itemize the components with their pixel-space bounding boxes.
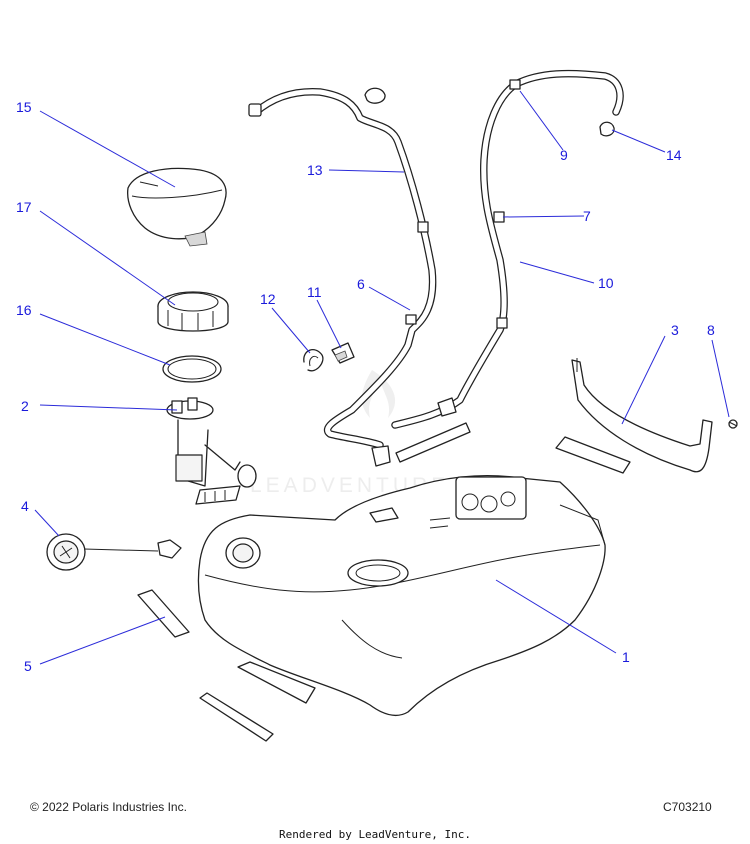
callout-3: 3 xyxy=(671,322,679,338)
callout-16: 16 xyxy=(16,302,32,318)
fill-hose-10 xyxy=(391,69,624,429)
diagram-code: C703210 xyxy=(663,800,712,814)
callout-labels: 15 17 16 2 4 5 1 3 8 7 10 9 14 13 6 12 1… xyxy=(16,99,715,674)
callout-17: 17 xyxy=(16,199,32,215)
callout-7: 7 xyxy=(583,208,591,224)
fuel-level-sender xyxy=(46,533,182,571)
leader-lines xyxy=(34,90,730,665)
hose-clip-14 xyxy=(599,121,615,137)
callout-14: 14 xyxy=(666,147,682,163)
pad-lower xyxy=(199,661,316,742)
watermark: LEADVENTURE xyxy=(250,370,445,497)
bolt xyxy=(728,419,738,429)
callout-2: 2 xyxy=(21,398,29,414)
rendered-by-text: Rendered by LeadVenture, Inc. xyxy=(278,828,472,841)
callout-5: 5 xyxy=(24,658,32,674)
callout-15: 15 xyxy=(16,99,32,115)
clip-11 xyxy=(331,342,355,364)
fuel-pump-assembly xyxy=(166,397,257,505)
copyright-text: © 2022 Polaris Industries Inc. xyxy=(30,800,187,814)
pad-tank-top xyxy=(395,422,631,474)
clamp-top xyxy=(364,87,386,104)
o-ring-seal xyxy=(162,355,222,383)
clamp-12 xyxy=(303,349,324,372)
callout-11: 11 xyxy=(307,284,322,300)
callout-8: 8 xyxy=(707,322,715,338)
callout-9: 9 xyxy=(560,147,568,163)
pad-5 xyxy=(137,589,190,638)
callout-13: 13 xyxy=(307,162,323,178)
callout-6: 6 xyxy=(357,276,365,292)
vent-hose-13 xyxy=(248,88,437,467)
callout-12: 12 xyxy=(260,291,276,307)
lock-ring xyxy=(157,291,229,332)
callout-1: 1 xyxy=(622,649,630,665)
callout-10: 10 xyxy=(598,275,614,291)
fuel-tank xyxy=(197,474,606,716)
fuel-pump-cover xyxy=(127,167,227,247)
tank-strap xyxy=(571,358,713,473)
callout-4: 4 xyxy=(21,498,29,514)
